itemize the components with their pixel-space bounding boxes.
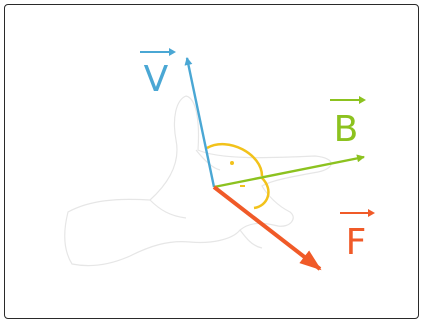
vector-v-label: V [144,59,169,100]
vector-b-label: B [334,109,359,150]
vector-f-label: F [346,222,367,263]
angle-dot [230,161,234,165]
hand-outline [64,95,332,267]
diagram-frame [4,4,419,319]
label-b: B [330,96,366,150]
label-f: F [340,209,375,263]
vector-v-arrow [184,57,216,188]
angle-arc-b-f [253,177,270,210]
vector-b-arrow [213,154,365,189]
label-v: V [140,48,176,100]
angle-markers [206,142,270,210]
vector-f-arrow [212,185,322,271]
angle-arc-v-b [206,142,264,177]
